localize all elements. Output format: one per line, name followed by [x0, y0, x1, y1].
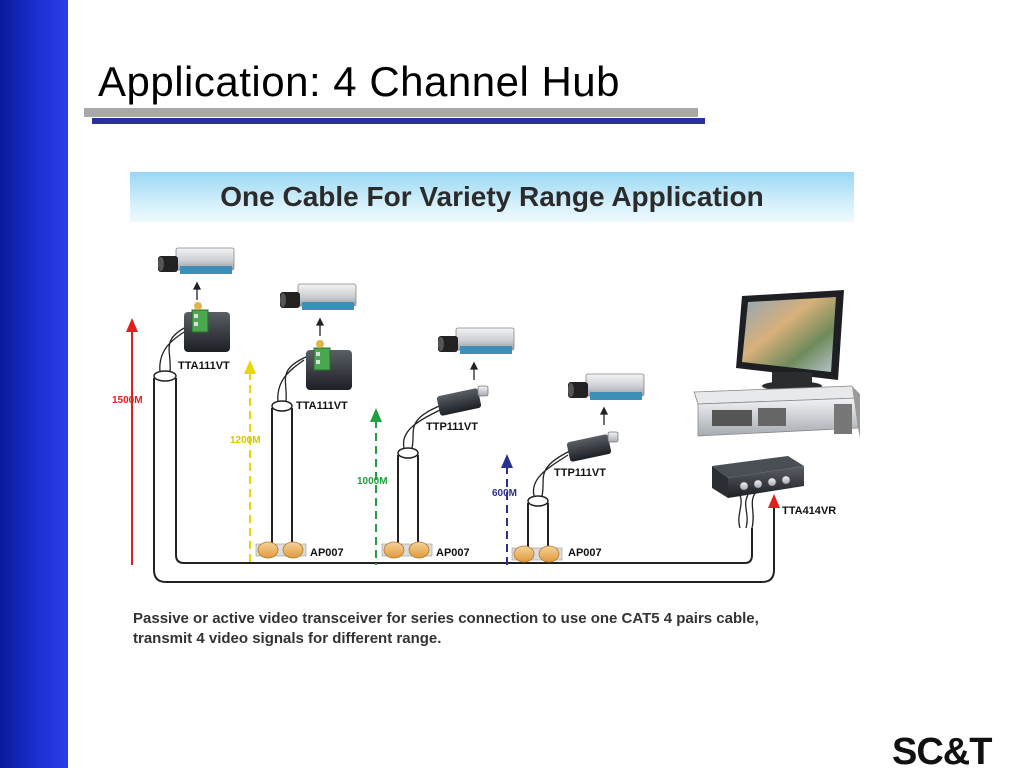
distance-label-1200: 1200M — [230, 435, 261, 446]
tta111vt-device-2 — [306, 340, 352, 390]
distance-arrow-1000: 1000M — [357, 408, 388, 565]
ap007-coupler-1 — [255, 541, 307, 559]
distance-arrow-1500: 1500M — [112, 318, 143, 565]
title-rule-grey — [84, 108, 698, 117]
ttp111vt-label-2: TTP111VT — [554, 467, 606, 479]
tta414vr-hub — [712, 456, 804, 498]
receiver-arrow — [768, 494, 780, 508]
ttp111vt-device-1 — [436, 385, 489, 416]
diagram-caption: Passive or active video transceiver for … — [133, 609, 873, 649]
banner-text: One Cable For Variety Range Application — [220, 181, 764, 212]
camera-4 — [568, 373, 645, 400]
distance-arrow-600: 600M — [492, 454, 517, 565]
dvr-unit — [693, 385, 860, 438]
tta111vt-device-1 — [184, 302, 230, 352]
caption-line-2: transmit 4 video signals for different r… — [133, 630, 442, 647]
distance-label-1000: 1000M — [357, 476, 388, 487]
ap007-label-3: AP007 — [568, 547, 602, 559]
branch-cable-2 — [271, 400, 293, 550]
signal-arrows — [192, 281, 609, 425]
camera-2 — [280, 283, 357, 310]
ttp111vt-label-1: TTP111VT — [426, 421, 478, 433]
diagram-banner: One Cable For Variety Range Application — [130, 172, 854, 222]
caption-line-1: Passive or active video transceiver for … — [133, 610, 759, 627]
sct-logo: SC&T — [892, 731, 993, 768]
monitor — [736, 290, 844, 391]
branch-cable-4 — [527, 495, 549, 550]
title-rule-blue — [92, 118, 705, 124]
distance-label-600: 600M — [492, 488, 517, 499]
distance-arrow-1200: 1200M — [230, 360, 261, 565]
tta111vt-label-2: TTA111VT — [296, 400, 348, 412]
ap007-coupler-2 — [381, 541, 433, 559]
distance-label-1500: 1500M — [112, 395, 143, 406]
tta414vr-label: TTA414VR — [782, 505, 836, 517]
logo-text: SC&T — [892, 731, 992, 768]
branch-cable-3 — [397, 447, 419, 550]
ap007-coupler-3 — [511, 545, 563, 563]
main-cable — [153, 370, 775, 583]
twisted-wires — [159, 325, 757, 529]
camera-1 — [158, 247, 235, 274]
ap007-label-2: AP007 — [436, 547, 470, 559]
slide-title: Application: 4 Channel Hub — [98, 58, 621, 105]
ttp111vt-device-2 — [566, 431, 619, 462]
tta111vt-label-1: TTA111VT — [178, 360, 230, 372]
ap007-label-1: AP007 — [310, 547, 344, 559]
camera-3 — [438, 327, 515, 354]
side-bar — [0, 0, 68, 768]
